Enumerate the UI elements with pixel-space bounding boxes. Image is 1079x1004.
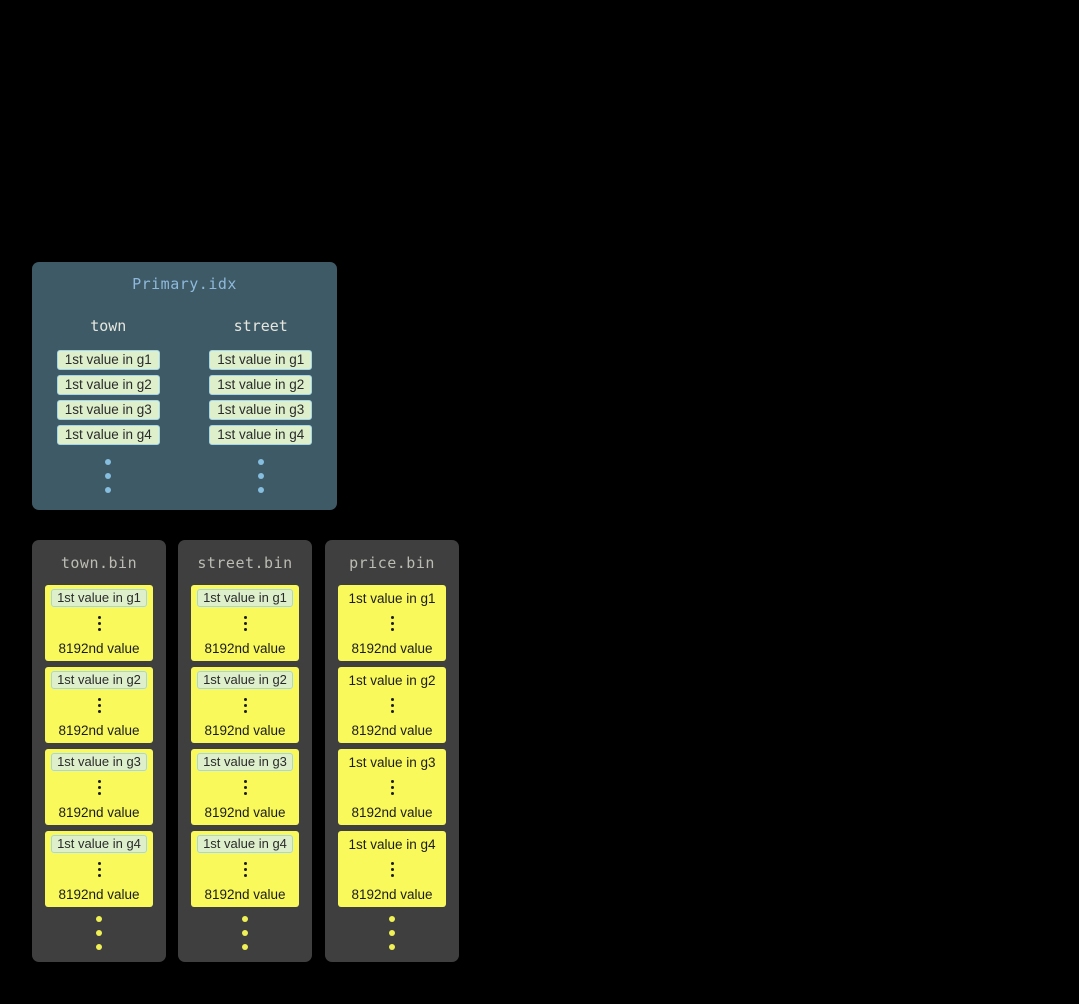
granule-block-g4: 1st value in g4 8192nd value xyxy=(45,831,153,907)
first-value-box: 1st value in g4 xyxy=(197,835,293,853)
first-value-label: 1st value in g4 xyxy=(348,837,436,852)
column-header-town: town xyxy=(90,317,127,335)
bin-panel-town: town.bin 1st value in g1 8192nd value 1s… xyxy=(32,540,166,962)
granule-ellipsis-dots xyxy=(243,780,247,796)
granule-ellipsis-dots xyxy=(243,616,247,632)
bin-panel-street: street.bin 1st value in g1 8192nd value … xyxy=(178,540,312,962)
first-value-box: 1st value in g2 xyxy=(51,671,147,689)
column-header-street: street xyxy=(233,317,288,335)
granule-block-g3: 1st value in g3 8192nd value xyxy=(338,749,446,825)
granule-ellipsis-dots xyxy=(390,861,394,878)
index-value-box: 1st value in g2 xyxy=(56,375,160,395)
bin-panel-price: price.bin 1st value in g1 8192nd value 1… xyxy=(325,540,459,962)
last-value-label: 8192nd value xyxy=(204,723,286,738)
first-value-label: 1st value in g1 xyxy=(348,591,436,606)
first-value-box: 1st value in g1 xyxy=(51,589,147,607)
granule-ellipsis-dots xyxy=(390,779,394,796)
index-value-box: 1st value in g4 xyxy=(209,425,313,445)
granule-ellipsis-dots xyxy=(390,697,394,714)
granule-block-g3: 1st value in g3 8192nd value xyxy=(191,749,299,825)
first-value-box: 1st value in g2 xyxy=(197,671,293,689)
first-value-box: 1st value in g3 xyxy=(197,753,293,771)
granule-ellipsis-dots xyxy=(97,780,101,796)
granule-list: 1st value in g1 8192nd value 1st value i… xyxy=(191,585,299,907)
primary-index-title: Primary.idx xyxy=(132,275,237,293)
granule-block-g4: 1st value in g4 8192nd value xyxy=(338,831,446,907)
last-value-label: 8192nd value xyxy=(351,723,433,738)
granule-list: 1st value in g1 8192nd value 1st value i… xyxy=(45,585,153,907)
more-granules-dots xyxy=(389,916,395,950)
granule-block-g1: 1st value in g1 8192nd value xyxy=(45,585,153,661)
index-value-box: 1st value in g2 xyxy=(209,375,313,395)
bin-title-street: street.bin xyxy=(197,554,293,572)
granule-ellipsis-dots xyxy=(97,698,101,714)
index-value-box: 1st value in g3 xyxy=(56,400,160,420)
granule-ellipsis-dots xyxy=(97,862,101,878)
more-values-dots xyxy=(105,459,112,493)
last-value-label: 8192nd value xyxy=(58,641,140,656)
first-value-box: 1st value in g1 xyxy=(197,589,293,607)
primary-column-street: street 1st value in g1 1st value in g2 1… xyxy=(185,317,338,493)
last-value-label: 8192nd value xyxy=(58,723,140,738)
more-granules-dots xyxy=(96,916,102,950)
more-granules-dots xyxy=(242,916,248,950)
primary-index-columns: town 1st value in g1 1st value in g2 1st… xyxy=(32,317,337,493)
primary-index-panel: Primary.idx town 1st value in g1 1st val… xyxy=(32,262,337,510)
granule-block-g1: 1st value in g1 8192nd value xyxy=(191,585,299,661)
granule-list: 1st value in g1 8192nd value 1st value i… xyxy=(338,585,446,907)
last-value-label: 8192nd value xyxy=(351,641,433,656)
first-value-label: 1st value in g2 xyxy=(348,673,436,688)
first-value-box: 1st value in g3 xyxy=(51,753,147,771)
more-values-dots xyxy=(257,459,264,493)
granule-block-g4: 1st value in g4 8192nd value xyxy=(191,831,299,907)
granule-block-g2: 1st value in g2 8192nd value xyxy=(191,667,299,743)
last-value-label: 8192nd value xyxy=(351,805,433,820)
last-value-label: 8192nd value xyxy=(204,641,286,656)
last-value-label: 8192nd value xyxy=(58,805,140,820)
primary-column-town: town 1st value in g1 1st value in g2 1st… xyxy=(32,317,185,493)
granule-ellipsis-dots xyxy=(243,862,247,878)
last-value-label: 8192nd value xyxy=(351,887,433,902)
granule-ellipsis-dots xyxy=(243,698,247,714)
index-value-box: 1st value in g1 xyxy=(56,350,160,370)
index-value-box: 1st value in g4 xyxy=(56,425,160,445)
first-value-box: 1st value in g4 xyxy=(51,835,147,853)
bin-title-town: town.bin xyxy=(60,554,138,572)
first-value-label: 1st value in g3 xyxy=(348,755,436,770)
last-value-label: 8192nd value xyxy=(204,887,286,902)
index-value-box: 1st value in g3 xyxy=(209,400,313,420)
bin-title-price: price.bin xyxy=(349,554,435,572)
granule-ellipsis-dots xyxy=(97,616,101,632)
granule-ellipsis-dots xyxy=(390,615,394,632)
granule-block-g2: 1st value in g2 8192nd value xyxy=(45,667,153,743)
granule-block-g3: 1st value in g3 8192nd value xyxy=(45,749,153,825)
index-value-box: 1st value in g1 xyxy=(209,350,313,370)
granule-block-g2: 1st value in g2 8192nd value xyxy=(338,667,446,743)
granule-block-g1: 1st value in g1 8192nd value xyxy=(338,585,446,661)
last-value-label: 8192nd value xyxy=(58,887,140,902)
last-value-label: 8192nd value xyxy=(204,805,286,820)
